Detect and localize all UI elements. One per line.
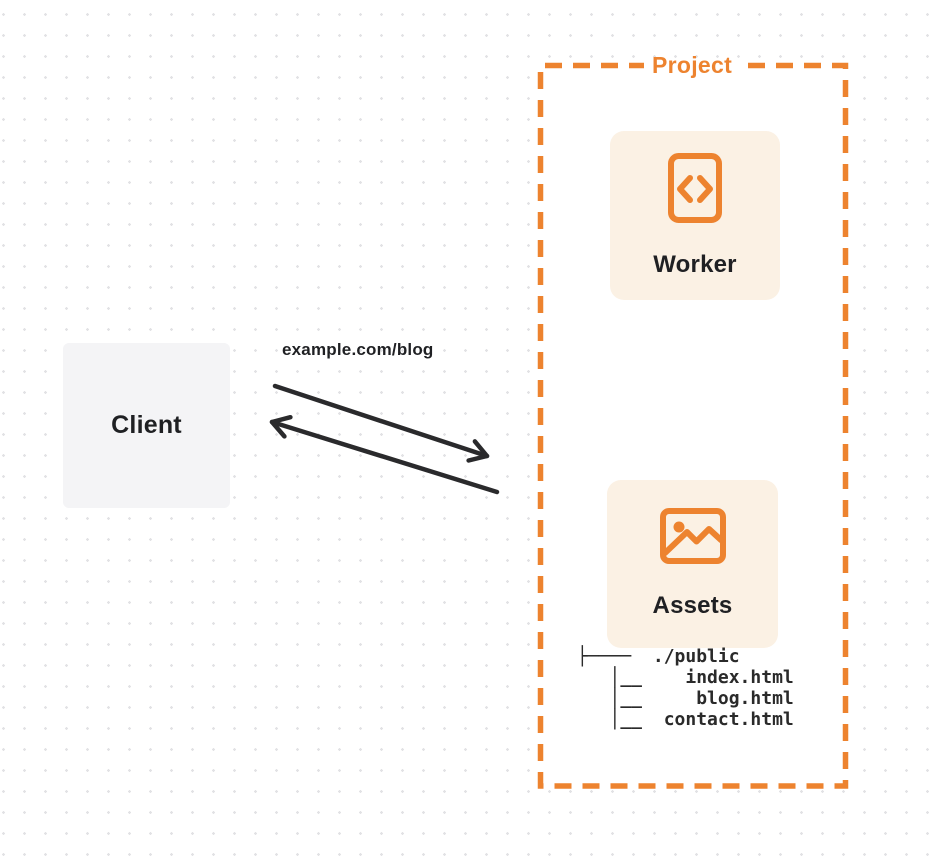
project-label: Project — [651, 52, 733, 78]
assets-file-tree: ├──── ./public │__ index.html │__ blog.h… — [577, 646, 794, 730]
response-arrowhead-icon — [269, 414, 293, 439]
code-file-icon — [668, 152, 722, 223]
assets-label: Assets — [652, 592, 733, 619]
client-node: Client — [63, 343, 230, 508]
worker-label: Worker — [653, 250, 737, 278]
request-arrowhead-icon — [466, 439, 490, 463]
worker-node: Worker — [610, 131, 780, 300]
assets-node: Assets — [607, 480, 778, 648]
request-url-label: example.com/blog — [282, 340, 434, 359]
response-arrow — [269, 414, 500, 495]
request-arrow — [272, 383, 490, 463]
client-label: Client — [111, 411, 182, 439]
image-icon — [659, 508, 726, 564]
